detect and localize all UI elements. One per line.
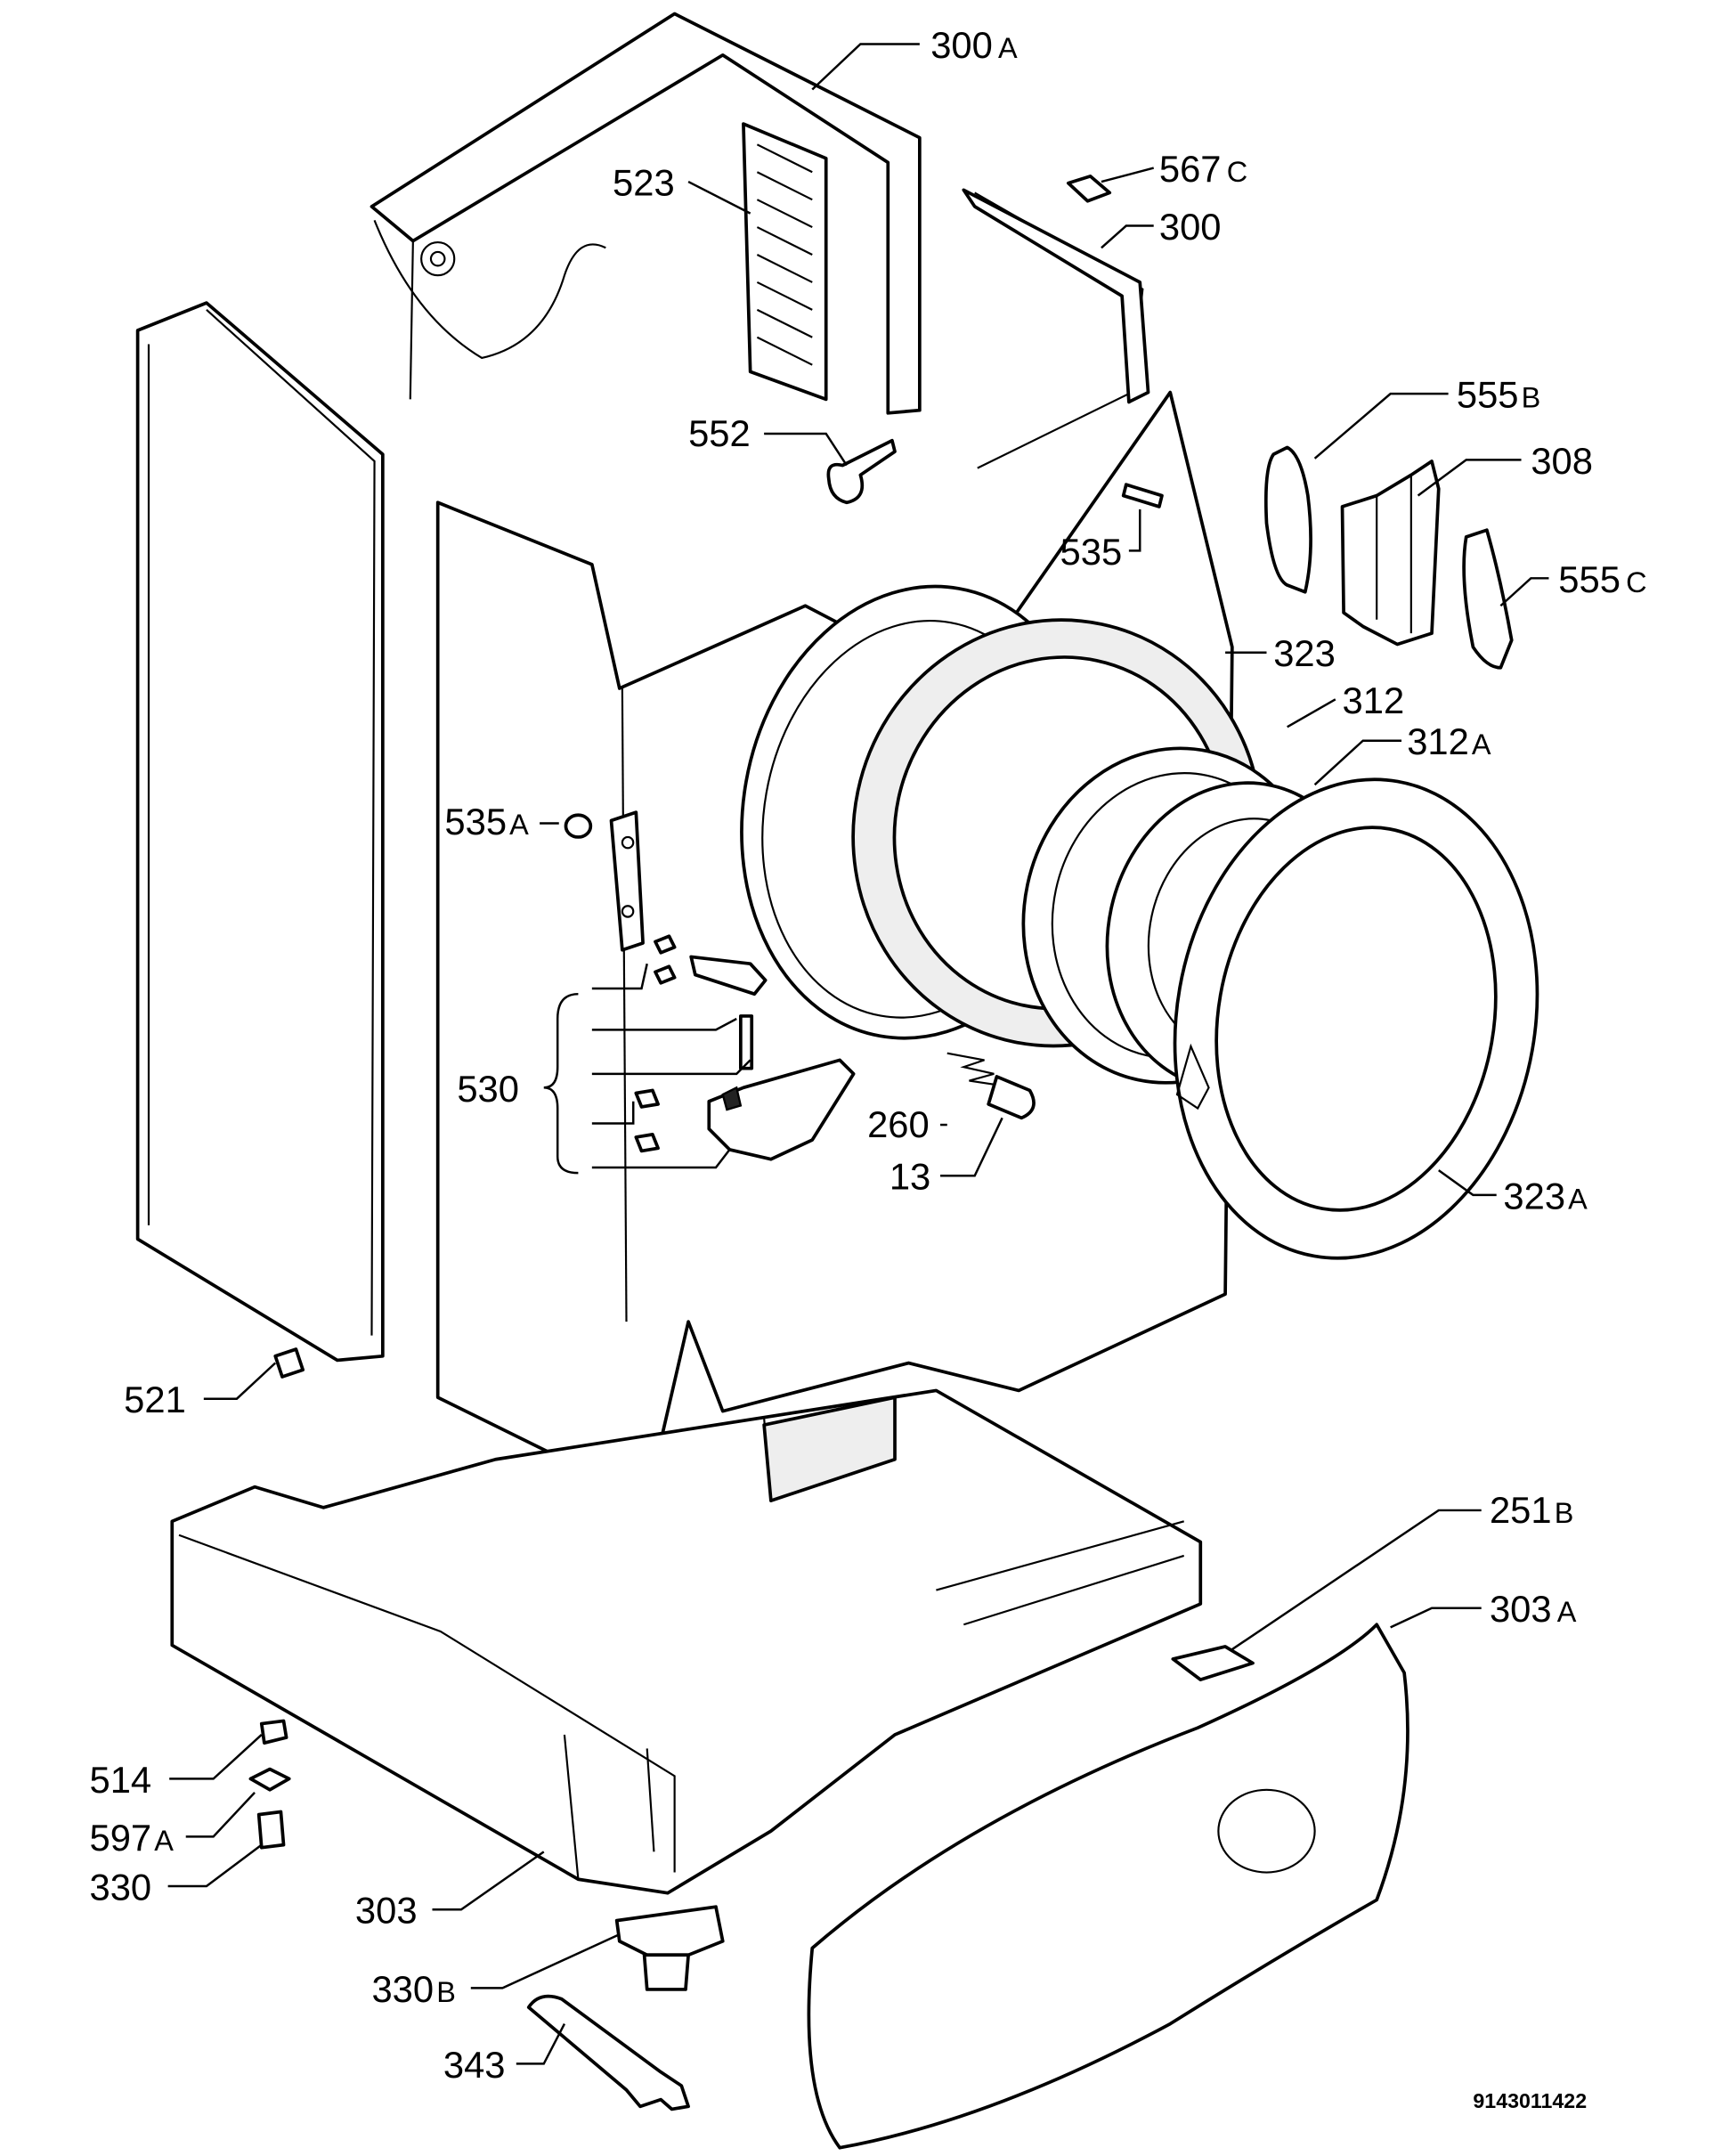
label-330: 330 — [90, 1866, 152, 1908]
label-260: 260 — [867, 1103, 930, 1145]
clip-251b — [1171, 1645, 1255, 1681]
drawing-number: 9143011422 — [1473, 2089, 1587, 2112]
lock-plate-535a — [609, 810, 645, 952]
cap-13 — [987, 1075, 1036, 1120]
label-300: 300 — [1159, 206, 1222, 248]
spring-260 — [946, 1052, 997, 1086]
wrench-343 — [526, 1994, 690, 2111]
label-303: 303 — [355, 1890, 418, 1932]
label-552: 552 — [688, 412, 751, 454]
cover-555b — [1263, 445, 1312, 594]
label-343: 343 — [443, 2044, 506, 2086]
label-13: 13 — [889, 1156, 930, 1198]
clip-567c — [1066, 175, 1112, 203]
nut-597a — [248, 1767, 291, 1792]
label-530: 530 — [457, 1068, 519, 1110]
label-312: 312 — [1343, 679, 1405, 721]
foot-514 — [259, 1719, 288, 1745]
foot-330b — [614, 1905, 725, 1991]
label-323: 323 — [1273, 632, 1336, 674]
knob-535a — [564, 813, 593, 839]
base-frame-303 — [170, 1388, 1203, 1895]
leader-lines — [167, 43, 1549, 2065]
plinth-303a — [807, 1623, 1409, 2150]
latch-lever — [689, 955, 768, 997]
left-side-panel — [135, 301, 385, 1363]
door-ring-323a — [1173, 777, 1539, 1260]
control-bracket-523 — [742, 122, 828, 402]
door-handle — [707, 1058, 856, 1161]
bracket-lines-530 — [543, 963, 751, 1175]
pin-535 — [1121, 483, 1164, 508]
label-308: 308 — [1531, 440, 1593, 482]
screw-521 — [273, 1347, 305, 1379]
label-514: 514 — [90, 1759, 152, 1801]
cover-555c — [1462, 528, 1514, 670]
latch-spring-clip-lower — [634, 1088, 660, 1153]
foot-330 — [256, 1810, 286, 1850]
latch-spring-clip — [654, 934, 677, 985]
label-523: 523 — [613, 162, 675, 204]
label-521: 521 — [124, 1379, 186, 1420]
hinge-308 — [1340, 460, 1441, 647]
latch-pin — [738, 1014, 754, 1070]
label-535: 535 — [1060, 531, 1123, 573]
rear-frame-300a — [370, 12, 922, 415]
bracket-552 — [826, 438, 897, 505]
